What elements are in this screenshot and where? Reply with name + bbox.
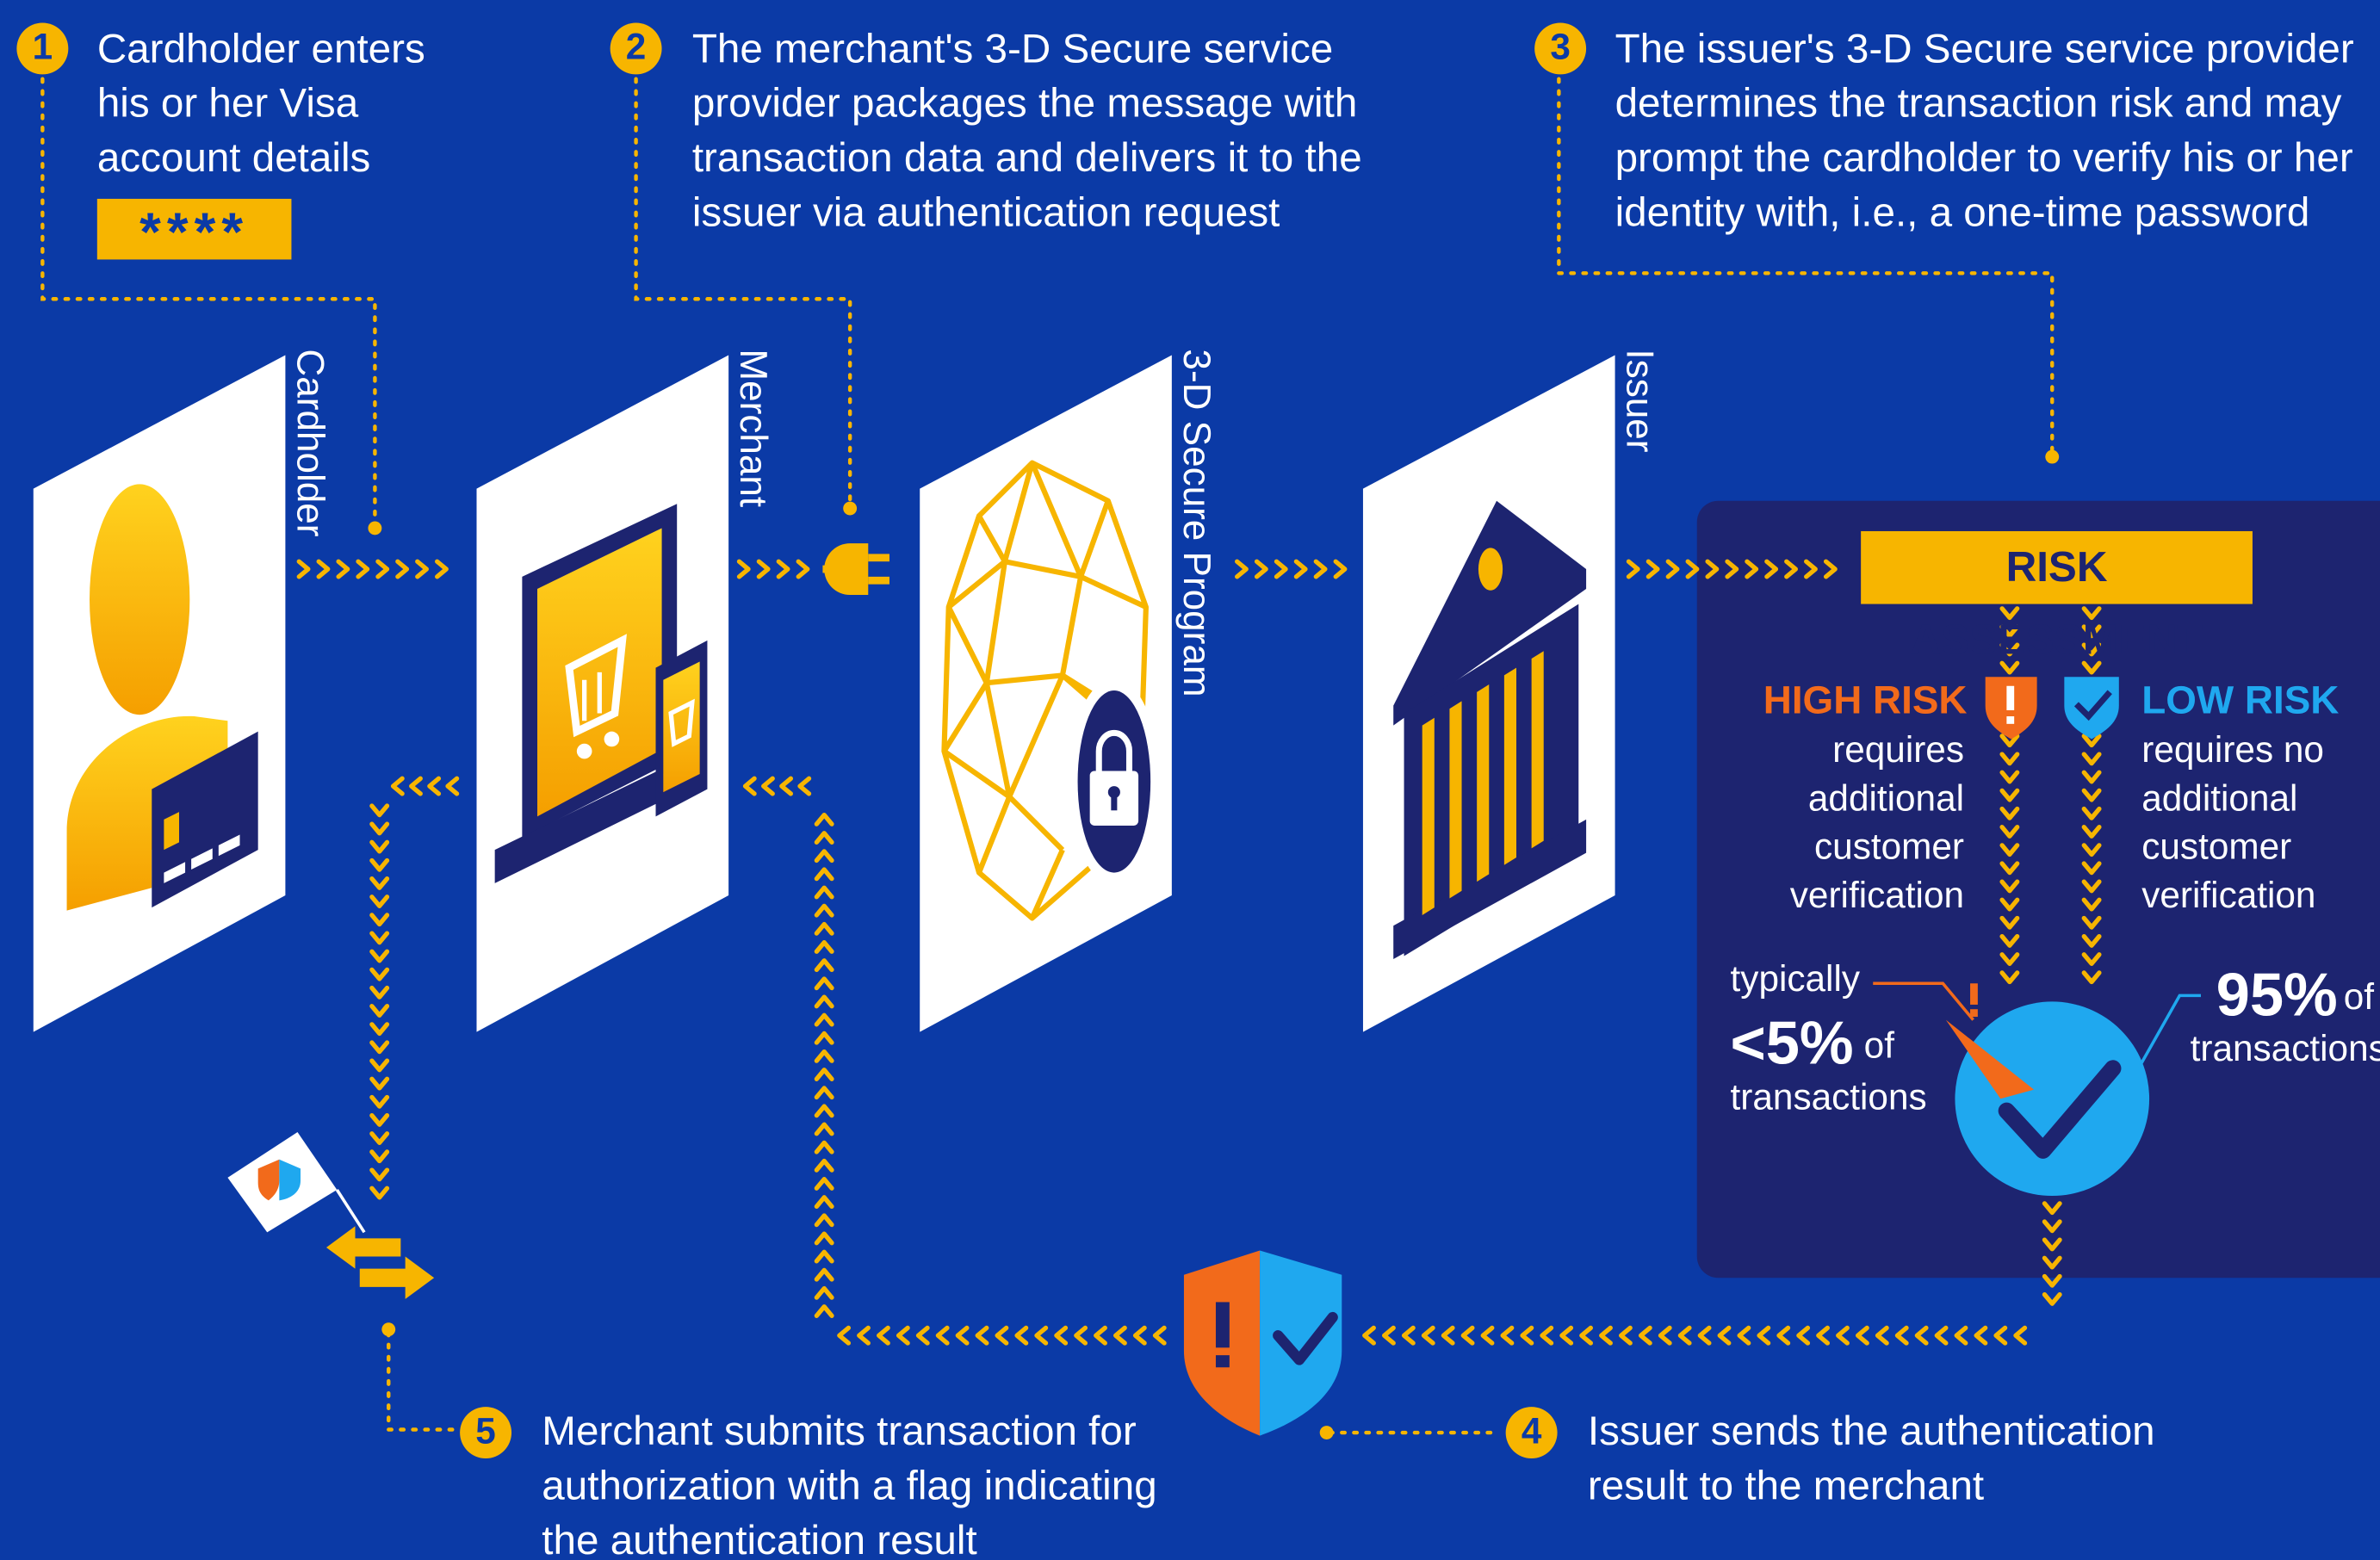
step-1-text: Cardholder enters his or her Visa accoun… [96, 25, 425, 181]
step-2-text: The merchant's 3-D Secure service provid… [691, 25, 1362, 236]
flow-chevrons [296, 559, 2102, 1346]
high-risk-percentage: <5% [1730, 1010, 1854, 1078]
bank-icon [1393, 500, 1587, 960]
step-3-badge: 3 [1534, 22, 1587, 75]
low-risk-percentage: 95% [2216, 962, 2338, 1030]
risk-assessment-title: RISK ASSESSMENT [1861, 530, 2253, 663]
high-risk-prefix: typically [1730, 959, 1861, 1000]
exchange-arrows-icon [325, 1226, 435, 1299]
credit-card-icon [152, 731, 258, 908]
high-risk-suffix: transactions [1730, 1077, 1927, 1119]
phone-cart-icon [655, 640, 708, 817]
high-risk-of: of [1863, 1025, 1894, 1068]
high-risk-label: HIGH RISK [1763, 677, 1968, 723]
step-1-badge: 1 [16, 22, 69, 75]
step-5-text: Merchant submits transaction for authori… [542, 1408, 1157, 1560]
program-label: 3-D Secure Program [1175, 349, 1218, 697]
warning-shield-icon [1985, 677, 2037, 740]
low-risk-suffix: transactions [2190, 1029, 2380, 1070]
network-globe-icon [941, 460, 1149, 921]
high-risk-description: requires additional customer verificatio… [1789, 729, 1965, 917]
check-shield-icon [2064, 677, 2119, 740]
step-5-badge: 5 [460, 1407, 512, 1459]
step-connectors [40, 77, 2055, 1435]
issuer-label: Issuer [1618, 349, 1661, 453]
authentication-result-shield-icon [1183, 1250, 1342, 1436]
step-4-text: Issuer sends the authentication result t… [1587, 1408, 2155, 1509]
pin-field: **** [96, 198, 292, 263]
plug-icon [822, 543, 889, 595]
step-3-text: The issuer's 3-D Secure service provider… [1615, 25, 2354, 236]
padlock-icon [1068, 678, 1160, 885]
low-risk-of: of [2343, 977, 2374, 1018]
low-risk-description: requires no additional customer verifica… [2141, 729, 2324, 917]
checkmark-circle-icon [1873, 981, 2201, 1197]
merchant-label: Merchant [731, 349, 775, 508]
person-icon [66, 484, 228, 911]
cardholder-label: Cardholder [288, 349, 332, 537]
low-risk-label: LOW RISK [2141, 677, 2340, 723]
laptop-cart-icon [494, 504, 702, 883]
step-4-badge: 4 [1505, 1407, 1558, 1459]
flag-icon [227, 1132, 366, 1234]
step-2-badge: 2 [610, 22, 662, 75]
risk-assessment-panel [1696, 500, 2380, 1278]
